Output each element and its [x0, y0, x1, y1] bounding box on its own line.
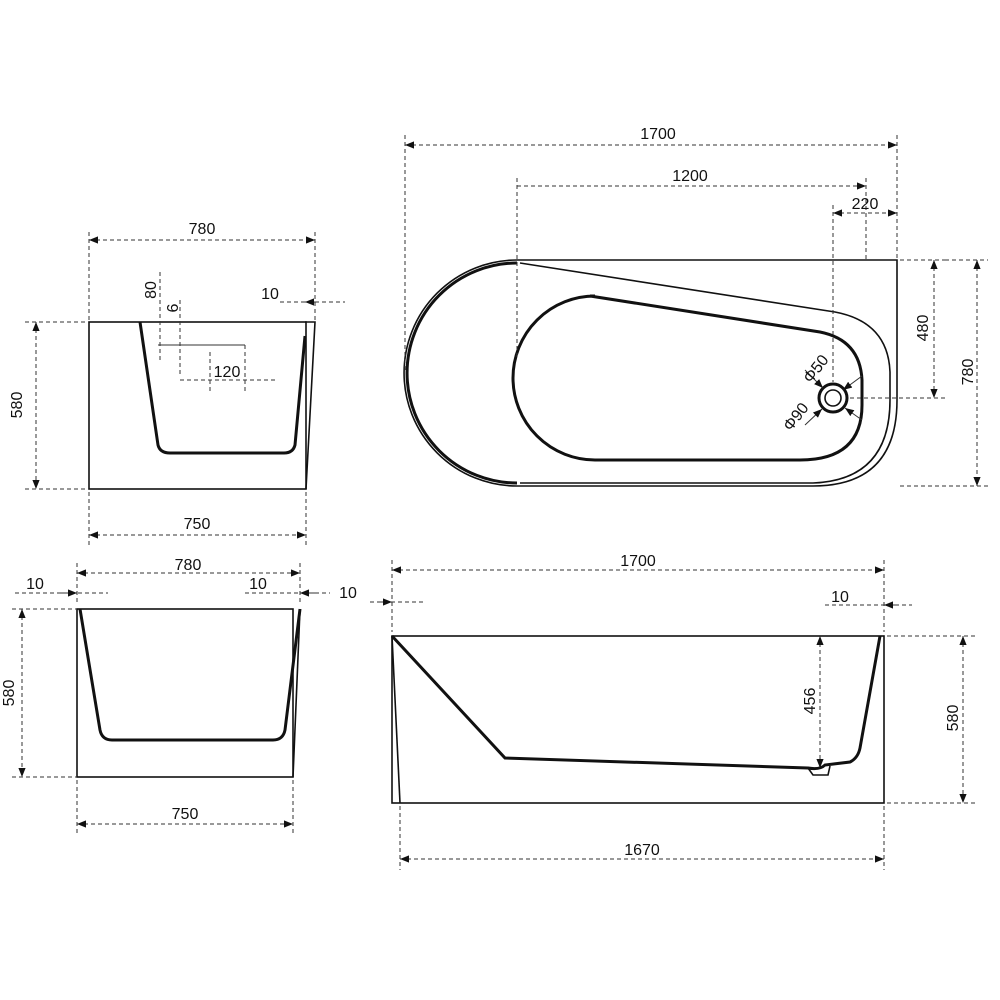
- dim-580-label: 580: [9, 392, 26, 419]
- dim-1670-label: 1670: [624, 842, 660, 859]
- front-view-basin: [390, 634, 882, 771]
- dim-1700-label: 1700: [640, 126, 676, 143]
- drain-inner-circle: [824, 389, 842, 407]
- drain-arrow: [844, 407, 863, 421]
- end-view-outline: [76, 608, 294, 778]
- dim-750-label: 750: [184, 516, 211, 533]
- dim-750-end-label: 750: [172, 806, 199, 823]
- dim-10-right-label: 10: [249, 576, 267, 593]
- dim-580-front-label: 580: [945, 705, 962, 732]
- side-view-wall: [305, 321, 316, 490]
- dim-1700-front-label: 1700: [620, 553, 656, 570]
- dim-phi50-label: Φ50: [800, 352, 832, 387]
- dim-780-end-label: 780: [175, 557, 202, 574]
- side-view-basin: [138, 321, 307, 455]
- dim-1200-label: 1200: [672, 168, 708, 185]
- dim-480-label: 480: [915, 315, 932, 342]
- dim-80-label: 80: [143, 281, 160, 299]
- dim-10-front-right-label: 10: [831, 589, 849, 606]
- drain-arrow: [804, 408, 823, 426]
- top-view: 1700 1200 220 480 780 Φ50 Φ90: [403, 126, 988, 487]
- dim-220-label: 220: [852, 196, 879, 213]
- front-view: 1700 10 10 456 580 1670: [339, 553, 975, 870]
- dim-6-label: 6: [165, 303, 182, 312]
- dim-120-label: 120: [214, 364, 241, 381]
- dim-580-end-label: 580: [1, 680, 18, 707]
- dim-phi90-label: Φ90: [780, 400, 812, 435]
- top-view-outline: [403, 259, 898, 487]
- front-view-outline: [391, 635, 885, 804]
- top-view-rim-right: [519, 262, 891, 484]
- dim-456-label: 456: [802, 688, 819, 715]
- end-view: 780 10 10 580 750: [1, 557, 330, 834]
- drain-outer-circle: [817, 382, 849, 414]
- dim-780-top-label: 780: [960, 359, 977, 386]
- dim-10-left-label: 10: [26, 576, 44, 593]
- side-view-left: 780 80 6 10 120 580 750: [9, 221, 345, 545]
- drain-arrow: [804, 369, 824, 389]
- top-view-basin: [511, 294, 864, 462]
- front-view-wall-left: [391, 635, 401, 804]
- drain-arrow: [842, 375, 863, 391]
- side-view-outline: [88, 321, 307, 490]
- dim-10-front-left-label: 10: [339, 585, 357, 602]
- dim-780-label: 780: [189, 221, 216, 238]
- end-view-basin: [78, 608, 302, 742]
- end-view-wall: [292, 608, 301, 778]
- front-view-drain: [807, 765, 831, 776]
- top-view-rim-left: [405, 261, 518, 485]
- dim-10-label: 10: [261, 286, 279, 303]
